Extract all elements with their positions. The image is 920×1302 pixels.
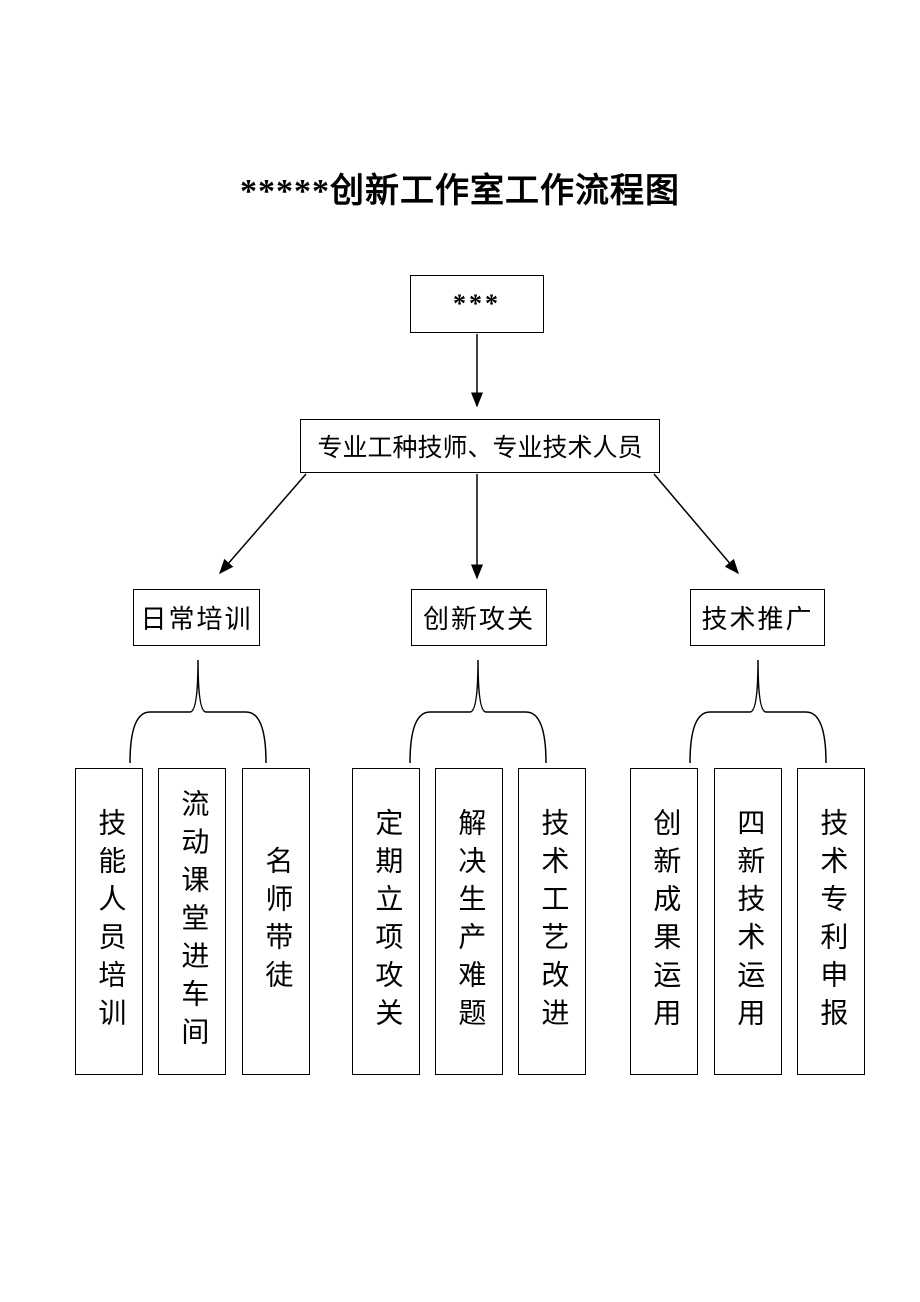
leaf-label: 定期立项攻关 [371, 807, 403, 1036]
leaf-node: 名师带徒 [242, 768, 310, 1075]
branch-label: 日常培训 [140, 605, 253, 634]
leaf-label: 创新成果运用 [649, 807, 681, 1036]
leaf-label: 技术专利申报 [816, 807, 848, 1036]
leaf-node: 创新成果运用 [630, 768, 698, 1075]
leaf-node: 技术工艺改进 [518, 768, 586, 1075]
arrow-staff-to-branch-0 [219, 473, 307, 575]
leaf-label: 四新技术运用 [733, 807, 765, 1036]
branch-node-tech-promotion: 技术推广 [690, 589, 825, 646]
leaf-label: 流动课堂进车间 [177, 788, 209, 1055]
page-title: *****创新工作室工作流程图 [240, 173, 680, 210]
brace-branch-0 [129, 659, 267, 764]
brace-branch-2 [689, 659, 827, 764]
branch-label: 技术推广 [701, 605, 814, 634]
brace-branch-1 [409, 659, 547, 764]
leaf-node: 技术专利申报 [797, 768, 865, 1075]
staff-node-label: 专业工种技师、专业技术人员 [317, 435, 643, 462]
leaf-label: 技能人员培训 [94, 807, 126, 1036]
leaf-label: 技术工艺改进 [537, 807, 569, 1036]
leaf-node: 流动课堂进车间 [158, 768, 226, 1075]
leaf-label: 名师带徒 [261, 845, 293, 998]
staff-node: 专业工种技师、专业技术人员 [300, 419, 660, 473]
leaf-node: 定期立项攻关 [352, 768, 420, 1075]
root-node: *** [410, 275, 544, 333]
root-node-label: *** [453, 289, 501, 318]
leaf-node: 解决生产难题 [435, 768, 503, 1075]
branch-node-innovation-research: 创新攻关 [411, 589, 547, 646]
branch-node-daily-training: 日常培训 [133, 589, 260, 646]
arrow-staff-to-branch-2 [653, 473, 739, 575]
leaf-label: 解决生产难题 [454, 807, 486, 1036]
leaf-node: 技能人员培训 [75, 768, 143, 1075]
branch-label: 创新攻关 [422, 605, 535, 634]
leaf-node: 四新技术运用 [714, 768, 782, 1075]
